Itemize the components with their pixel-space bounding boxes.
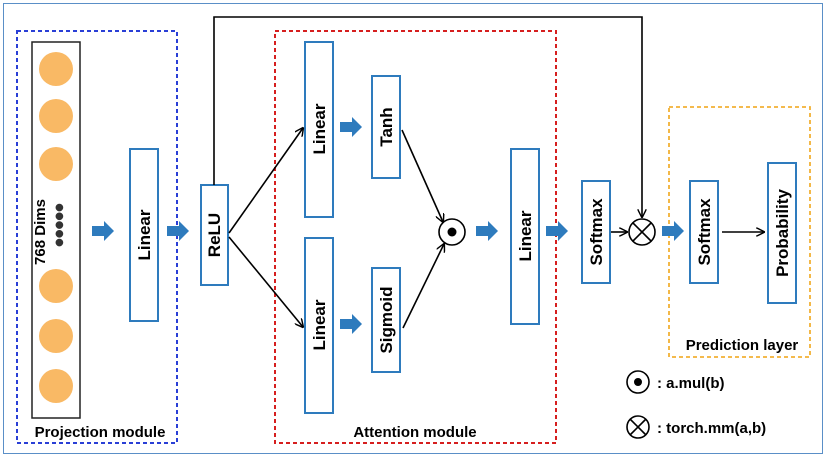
attention-linear-out-box [510, 148, 540, 325]
projection-module-box [16, 30, 178, 444]
projection-module-title: Projection module [35, 424, 166, 441]
tanh-box [371, 75, 401, 179]
flow-arrow [92, 221, 114, 241]
attention-module-title: Attention module [353, 424, 476, 441]
input-token [39, 319, 73, 353]
input-token [39, 52, 73, 86]
tanh-label: Tanh [377, 107, 396, 146]
sigmoid-box [371, 267, 401, 373]
projection-linear-label: Linear [135, 209, 154, 260]
legend-elementwise-dot [634, 378, 642, 386]
flow-arrow [340, 314, 362, 334]
attention-module-box [274, 30, 557, 444]
legend-matmul-label: : torch.mm(a,b) [657, 420, 766, 437]
prediction-layer-title: Prediction layer [686, 337, 799, 354]
relu-label: ReLU [205, 213, 224, 257]
softmax-attention-label: Softmax [587, 198, 606, 266]
sigmoid-to-multiply-arrow [402, 244, 444, 329]
attention-linear-bottom-label: Linear [310, 299, 329, 350]
legend-matmul-cross [629, 418, 647, 436]
tanh-to-multiply-arrow [401, 129, 443, 222]
elementwise-multiply-dot [447, 227, 457, 237]
input-token [39, 369, 73, 403]
input-ellipsis-dots: ●●●●● [54, 203, 65, 247]
input-token [39, 99, 73, 133]
softmax-prediction-box [689, 180, 719, 284]
attention-linear-bottom-box [304, 237, 334, 414]
input-dims-label: 768 Dims [32, 199, 49, 265]
probability-box [767, 162, 797, 304]
matmul-cross [632, 222, 652, 242]
softmax-attention-box [581, 180, 611, 284]
attention-linear-top-label: Linear [310, 103, 329, 154]
projection-linear-box [129, 148, 159, 322]
probability-label: Probability [773, 189, 792, 277]
softmax-prediction-label: Softmax [695, 198, 714, 266]
input-token [39, 147, 73, 181]
relu-to-linear-top-arrow [228, 128, 303, 234]
flow-arrow [546, 221, 568, 241]
prediction-layer-box [668, 106, 811, 358]
relu-to-linear-bottom-arrow [228, 236, 303, 327]
relu-box [200, 184, 229, 286]
attention-linear-top-box [304, 41, 334, 218]
flow-arrow [340, 117, 362, 137]
input-token [39, 269, 73, 303]
flow-arrow [662, 221, 684, 241]
attention-linear-out-label: Linear [516, 210, 535, 261]
flow-arrow [476, 221, 498, 241]
legend-elementwise-label: : a.mul(b) [657, 375, 725, 392]
skip-connection-arrow [213, 16, 642, 217]
figure-frame [3, 3, 823, 454]
sigmoid-label: Sigmoid [377, 286, 396, 353]
